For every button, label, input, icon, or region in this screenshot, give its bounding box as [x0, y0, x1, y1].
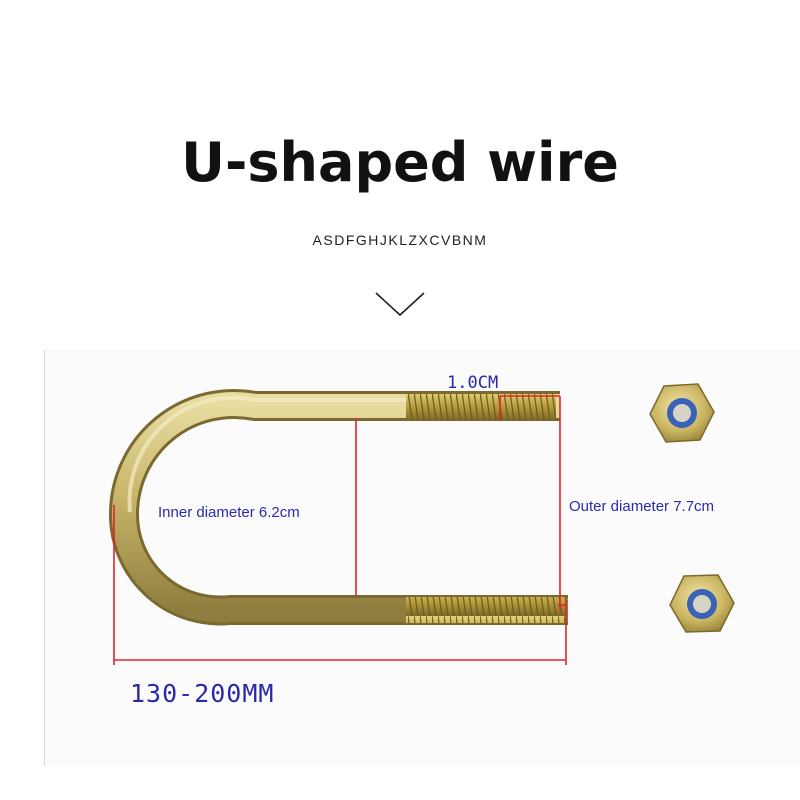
thread-length-label: 1.0CM — [447, 373, 499, 393]
lower-thread — [406, 597, 566, 623]
lock-nut-top — [649, 383, 715, 443]
chevron-down-icon — [375, 292, 425, 317]
measurement-lines — [113, 395, 567, 665]
inner-diameter-label: Inner diameter 6.2cm — [158, 504, 300, 521]
lock-nut-bottom — [669, 574, 735, 633]
length-range-label: 130-200MM — [130, 679, 275, 708]
page-title: U-shaped wire — [181, 131, 619, 194]
upper-thread — [406, 394, 556, 420]
photo-edge — [44, 350, 45, 766]
page-subtitle: ASDFGHJKLZXCVBNM — [312, 232, 488, 248]
outer-diameter-label: Outer diameter 7.7cm — [569, 498, 715, 515]
u-bolt — [108, 389, 568, 626]
